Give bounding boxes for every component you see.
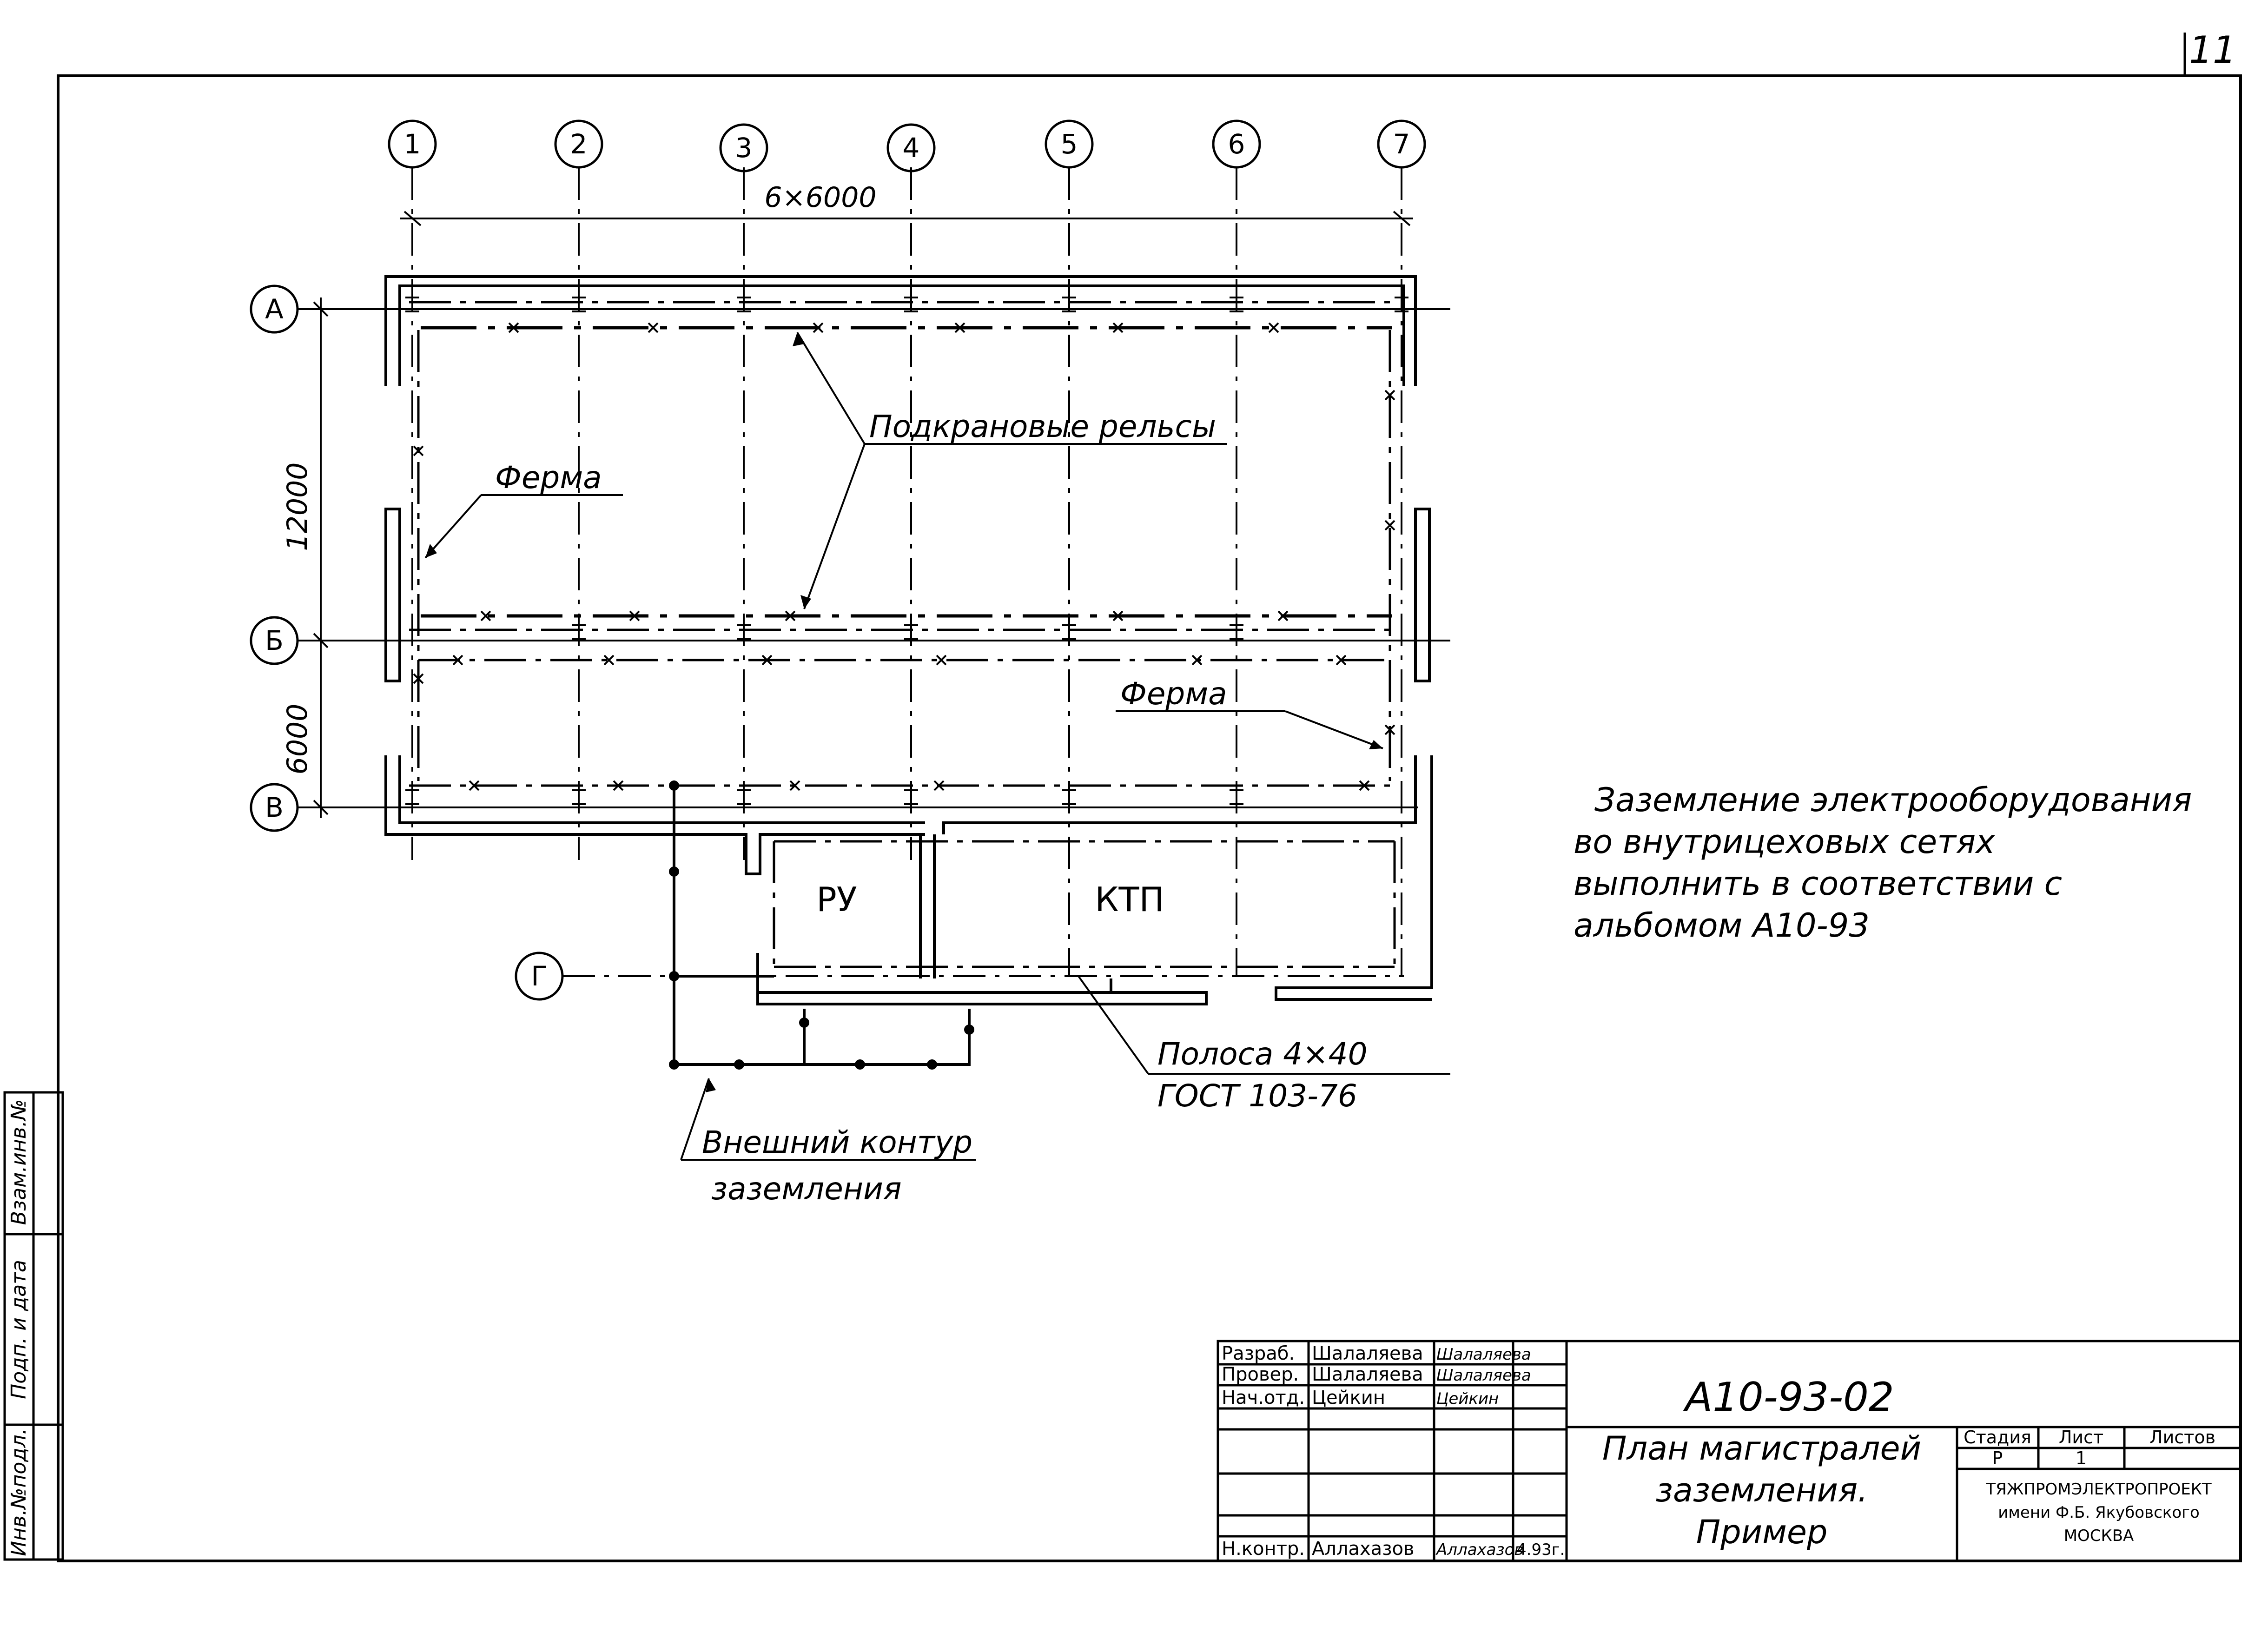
- tb-name-prover: Шалаляева: [1312, 1364, 1423, 1385]
- axis-label-col-4: 4: [903, 132, 920, 164]
- axis-label-row-b: Б: [265, 625, 284, 656]
- axis-label-col-5: 5: [1061, 128, 1078, 160]
- tb-name-nach-otd: Цейкин: [1312, 1387, 1385, 1408]
- axis-label-col-7: 7: [1393, 128, 1410, 160]
- tb-stage-value: Р: [1992, 1448, 2003, 1468]
- tb-org-line1: ТЯЖПРОМЭЛЕКТРОПРОЕКТ: [1985, 1480, 2212, 1499]
- axis-label-row-v: В: [265, 792, 284, 823]
- room-label-ru: РУ: [816, 880, 857, 919]
- callout-crane-rails: Подкрановые рельсы: [869, 409, 1216, 444]
- room-label-ktp: КТП: [1095, 880, 1164, 919]
- side-stamp-inv-podl: Инв.№подл.: [7, 1428, 31, 1556]
- column-axes: [411, 167, 1402, 976]
- building-walls: [384, 275, 1433, 1005]
- axis-label-col-2: 2: [570, 128, 588, 160]
- callout-ferma-left: Ферма: [495, 460, 602, 496]
- side-stamp: [3, 1091, 64, 1561]
- grounding-mains: [409, 301, 1399, 968]
- tb-signature-nach-otd: Цейкин: [1436, 1389, 1499, 1408]
- callout-arrowheads: [425, 332, 1383, 1092]
- tb-sheets-label: Листов: [2149, 1427, 2215, 1448]
- axis-label-col-1: 1: [404, 128, 421, 160]
- dimension-lines: [313, 211, 1413, 818]
- axis-label-row-g: Г: [531, 960, 547, 992]
- tb-document-code: А10-93-02: [1683, 1374, 1894, 1421]
- tb-title-line3: Пример: [1696, 1513, 1828, 1551]
- line-cross-markers: [413, 322, 1395, 791]
- row-axis-bubbles: [250, 284, 564, 1001]
- dimension-top: 6×6000: [764, 181, 876, 214]
- tb-org-line3: МОСКВА: [2064, 1527, 2134, 1545]
- sheet-frame: [57, 74, 2242, 1562]
- side-stamp-podp-data: Подп. и дата: [7, 1260, 31, 1399]
- tb-title-line1: План магистралей: [1602, 1429, 1921, 1468]
- callout-leaders: [424, 331, 1450, 1161]
- side-stamp-vzam-inv: Взам.инв.№: [7, 1099, 31, 1225]
- tb-stage-label: Стадия: [1964, 1427, 2031, 1448]
- column-markers: [405, 297, 1408, 805]
- outer-grounding-loop: [673, 786, 971, 1066]
- sheet-number: 11: [2189, 28, 2236, 72]
- tb-date: 4.93г.: [1516, 1540, 1565, 1559]
- note-line-3: выполнить в соответствии с: [1574, 865, 2062, 903]
- axis-label-col-3: 3: [735, 132, 753, 164]
- note-line-2: во внутрицеховых сетях: [1574, 823, 1995, 861]
- tb-name-n-kontr: Аллахазов: [1312, 1538, 1415, 1560]
- callout-ferma-right: Ферма: [1120, 676, 1227, 712]
- callout-strip-line2: ГОСТ 103-76: [1157, 1078, 1357, 1114]
- callout-outer-loop-line1: Внешний контур: [702, 1124, 972, 1160]
- column-axis-bubbles: [388, 119, 1426, 172]
- tb-name-razrab: Шалаляева: [1312, 1343, 1423, 1364]
- tb-sheet-value: 1: [2076, 1448, 2087, 1468]
- tb-signature-n-kontr: Аллахазов: [1435, 1540, 1523, 1559]
- tb-role-prover: Провер.: [1222, 1364, 1299, 1385]
- dimension-left-upper: 12000: [281, 463, 314, 551]
- callout-outer-loop-line2: заземления: [711, 1171, 902, 1207]
- tb-role-razrab: Разраб.: [1222, 1343, 1295, 1364]
- dimension-left-lower: 6000: [281, 704, 314, 775]
- callout-strip-line1: Полоса 4×40: [1157, 1036, 1368, 1072]
- ground-electrodes: [669, 780, 974, 1070]
- axis-label-col-6: 6: [1228, 128, 1245, 160]
- tb-sheet-label: Лист: [2059, 1427, 2103, 1448]
- note-line-1: Заземление электрооборудования: [1594, 781, 2192, 819]
- tb-signature-prover: Шалаляева: [1436, 1366, 1531, 1385]
- tb-role-nach-otd: Нач.отд.: [1222, 1387, 1305, 1408]
- note-line-4: альбомом А10-93: [1574, 906, 1870, 945]
- tb-role-n-kontr: Н.контр.: [1222, 1538, 1305, 1560]
- crane-rails: [421, 326, 1392, 618]
- title-block-grid: [1217, 1340, 2242, 1562]
- tb-org-line2: имени Ф.Б. Якубовского: [1998, 1503, 2200, 1522]
- tb-signature-razrab: Шалаляева: [1436, 1345, 1531, 1364]
- tb-title-line2: заземления.: [1656, 1471, 1868, 1509]
- axis-label-row-a: А: [265, 293, 284, 325]
